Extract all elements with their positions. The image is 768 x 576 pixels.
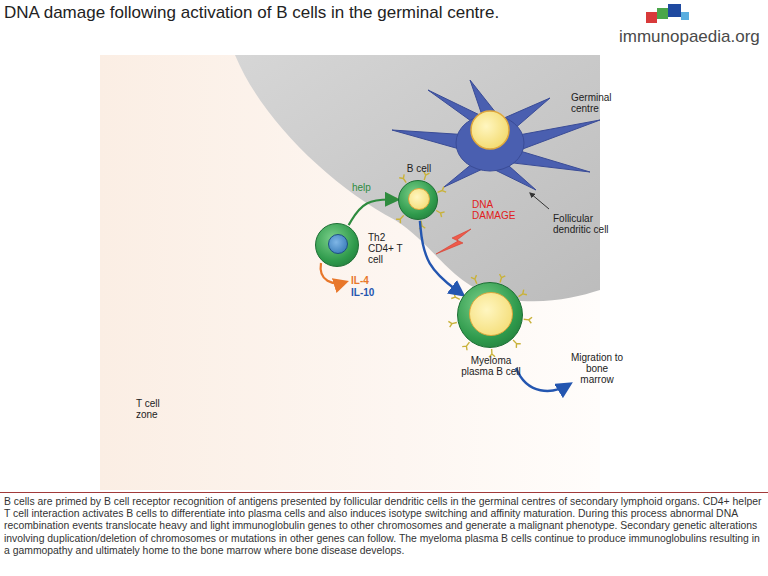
t-cell: Th2 CD4+ T cell [315,223,359,267]
node-label: Follicular dendritic cell [553,213,617,235]
nucleus [328,234,348,254]
lightning-bolt [436,229,471,254]
antibody-mark [451,293,459,299]
node-label: Th2 CD4+ T cell [368,232,404,265]
antibody-mark [438,187,447,193]
antibody-mark [396,215,404,223]
logo-cube [681,12,689,20]
antibody-mark [462,342,469,350]
antibody-mark [471,275,477,284]
germinal-centre: Germinal centreFollicular dendritic cell [235,55,600,295]
b-cell: B cell [398,180,438,220]
edge-label: help [352,182,371,193]
antibody-mark [524,317,532,323]
myeloma-plasma-cell: Myeloma plasma B cell [457,282,523,348]
node-label: Germinal centre [571,92,623,114]
nucleus [471,111,509,149]
differentiation-arrow [420,221,463,295]
panel [100,55,600,490]
logo-cube [646,12,657,23]
logo-icon [646,4,689,23]
logo-cube [668,4,681,17]
cytokine-label: IL-10 [351,287,391,298]
node-label: B cell [393,163,445,174]
antibody-marks [389,171,532,357]
antibody-mark [500,274,506,283]
logo-cube [657,8,668,19]
nucleus [408,188,430,210]
antibody-mark [513,340,521,348]
antibody-mark [448,321,456,327]
node-label: Myeloma plasma B cell [454,355,528,377]
damage-label: DNA DAMAGE [472,199,528,221]
logo-text: immunopaedia.org [619,27,764,47]
follicular-dendritic-cell [392,80,600,190]
caption: B cells are primed by B cell receptor re… [4,496,764,557]
follicular-dendritic-cell: Follicular dendritic cell [553,213,617,237]
leader-arrow [530,193,549,209]
antibody-mark [399,174,406,182]
germinal-centre-region [235,55,600,301]
antibody-mark [436,211,444,218]
migration-label: Migration to bone marrow [568,352,626,385]
cytokine-label: IL-4 [351,275,391,286]
caption-rule [0,492,768,493]
help-arrow [349,199,397,225]
nucleus [469,292,513,336]
title: DNA damage following activation of B cel… [4,3,499,23]
antibody-mark [519,290,527,297]
zone-label: T cell zone [136,398,180,420]
migration-arrow [516,368,570,391]
